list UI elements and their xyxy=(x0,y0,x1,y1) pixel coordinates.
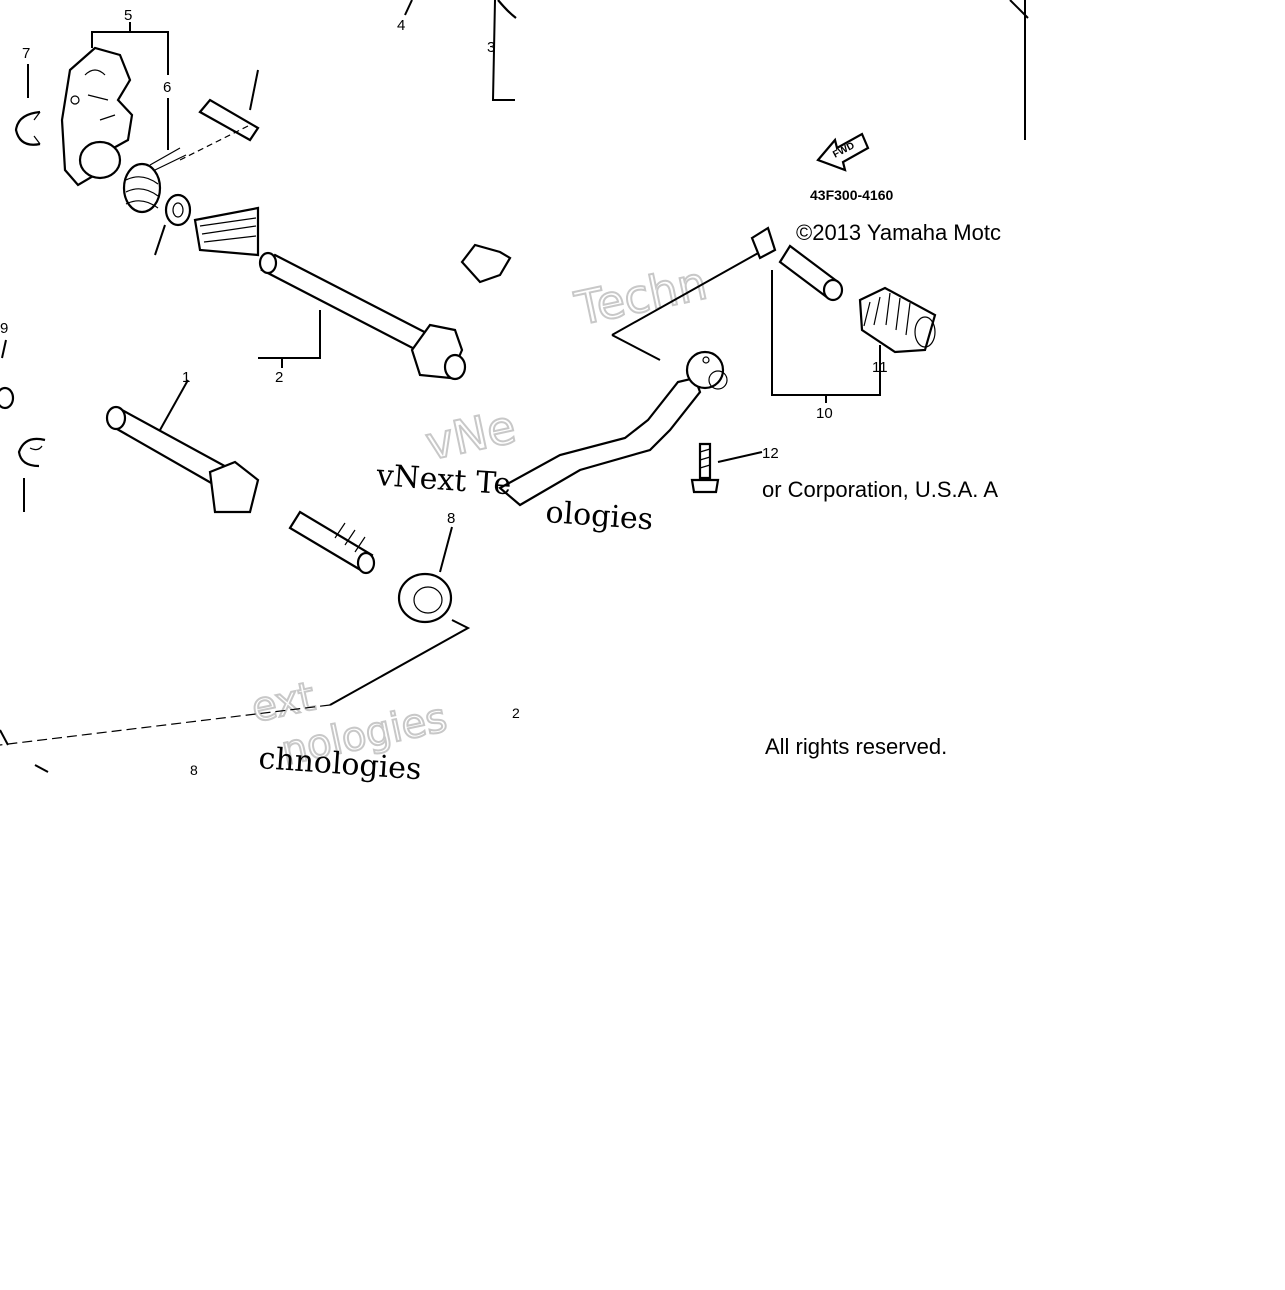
fwd-arrow: FWD xyxy=(816,132,870,172)
shift-lever-assembly xyxy=(14,46,192,227)
callout-6: 6 xyxy=(163,79,171,96)
shift-shaft-lower xyxy=(105,405,376,575)
callout-10: 10 xyxy=(816,405,833,422)
drawing-code: 43F300-4160 xyxy=(810,187,894,203)
copyright-line-1: ©2013 Yamaha Motc xyxy=(796,220,1001,245)
shift-pedal xyxy=(498,350,728,507)
watermark-outline-1: Techn xyxy=(570,255,712,336)
callout-5: 5 xyxy=(124,7,132,24)
callout-2-leader xyxy=(258,310,321,359)
callout-12: 12 xyxy=(762,445,779,462)
callout-3-leader xyxy=(491,0,515,101)
callout-pedal-leader xyxy=(611,251,761,361)
callout-7: 7 xyxy=(22,45,30,62)
pedal-rubber-assembly xyxy=(750,226,937,354)
pedal-bolt xyxy=(690,442,720,494)
shift-shaft-upper xyxy=(193,206,467,381)
callout-1: 1 xyxy=(182,369,190,386)
watermark-serif-1: vNext Te xyxy=(374,458,512,502)
watermark-serif-2: ologies xyxy=(544,495,654,537)
callout-3: 3 xyxy=(487,39,495,56)
callout-8-leader xyxy=(329,619,471,706)
callout-8b: 8 xyxy=(190,762,198,778)
callout-9: 9 xyxy=(0,320,8,337)
copyright-line-2: or Corporation, U.S.A. A xyxy=(762,477,998,502)
callout-8: 8 xyxy=(447,510,455,527)
callout-2b: 2 xyxy=(512,705,520,721)
callout-4: 4 xyxy=(397,17,405,34)
copyright-line-3: All rights reserved. xyxy=(765,734,947,759)
watermark-outline-2: vNe xyxy=(421,399,520,471)
oil-seal xyxy=(397,572,453,624)
callout-11: 11 xyxy=(872,359,888,376)
callout-2a: 2 xyxy=(275,369,283,386)
